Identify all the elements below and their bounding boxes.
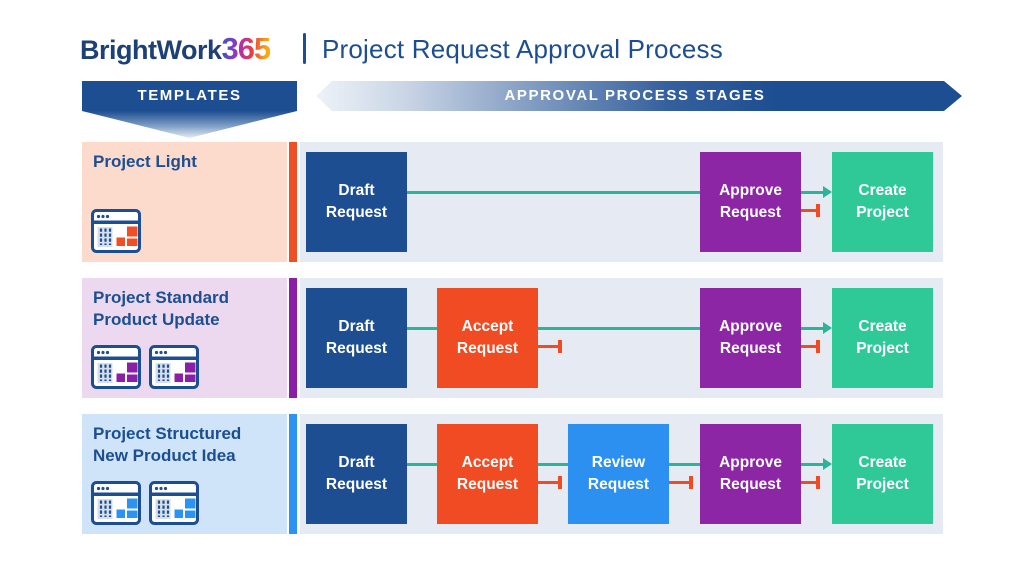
template-name: Project Standard Product Update: [93, 287, 229, 331]
stage-draft-request: Draft Request: [306, 152, 407, 252]
stage-label-line: Create: [858, 317, 907, 335]
title-divider: [303, 33, 306, 64]
connector-forward: [538, 463, 568, 466]
template-icons: [91, 209, 141, 253]
stage-label-line: Accept: [461, 453, 514, 471]
stage-label-line: Request: [719, 340, 782, 357]
connector-forward-arrow: [801, 458, 832, 470]
connector-reject-blocker: [801, 340, 820, 353]
process-flow: Draft Request Accept Request Approve Req…: [300, 278, 943, 398]
template-name-line: Project Light: [93, 152, 197, 171]
stage-approve-request: Approve Request: [700, 152, 801, 252]
connector-reject-blocker: [538, 476, 562, 489]
templates-banner: TEMPLATES: [82, 81, 297, 111]
stage-label-line: Request: [719, 476, 782, 493]
stage-draft-request: Draft Request: [306, 424, 407, 524]
project-window-icon: [91, 209, 141, 253]
template-name-line: New Product Idea: [93, 445, 236, 465]
connector-reject-blocker: [669, 476, 693, 489]
template-cell: Project Light: [82, 142, 287, 262]
template-row-project-light: Project Light Draft Request: [0, 142, 1024, 262]
stage-create-project: Create Project: [832, 424, 933, 524]
template-name-line: Project Standard: [93, 288, 230, 307]
template-cell: Project Standard Product Update: [82, 278, 287, 398]
stage-create-project: Create Project: [832, 152, 933, 252]
stage-label-line: Request: [719, 204, 782, 221]
connector-reject-blocker: [538, 340, 562, 353]
stage-label-line: Approve: [719, 181, 782, 199]
template-name: Project Structured New Product Idea: [93, 423, 241, 467]
stage-label-line: Draft: [338, 181, 375, 199]
stage-label-line: Create: [858, 181, 907, 199]
connector-forward: [407, 463, 437, 466]
connector-forward-arrow: [801, 322, 832, 334]
template-name-line: Product Update: [93, 309, 220, 329]
stage-label-line: Request: [325, 340, 388, 357]
stage-label-line: Create: [858, 453, 907, 471]
connector-forward: [669, 463, 700, 466]
stage-label-line: Approve: [719, 453, 782, 471]
stage-review-request: Review Request: [568, 424, 669, 524]
logo-text: BrightWork: [80, 35, 222, 65]
stage-label-line: Draft: [338, 317, 375, 335]
connector-forward-arrow: [801, 186, 832, 198]
template-name: Project Light: [93, 151, 197, 173]
stage-label-line: Request: [587, 476, 650, 493]
stage-label-line: Request: [456, 476, 519, 493]
template-row-project-structured: Project Structured New Product Idea: [0, 414, 1024, 534]
template-row-project-standard: Project Standard Product Update: [0, 278, 1024, 398]
stage-accept-request: Accept Request: [437, 424, 538, 524]
stage-label-line: Request: [456, 340, 519, 357]
stage-label-line: Project: [856, 204, 909, 221]
logo-suffix-365: 365: [221, 31, 272, 66]
stage-label-line: Project: [856, 476, 909, 493]
stage-approve-request: Approve Request: [700, 288, 801, 388]
approval-stages-banner: APPROVAL PROCESS STAGES: [308, 81, 962, 111]
process-flow: Draft Request Approve Request Create Pro…: [300, 142, 943, 262]
process-flow: Draft Request Accept Request Review Requ…: [300, 414, 943, 534]
stage-create-project: Create Project: [832, 288, 933, 388]
stage-label-line: Project: [856, 340, 909, 357]
connector-reject-blocker: [801, 476, 820, 489]
connector-forward: [407, 191, 700, 194]
template-icons: [91, 345, 199, 389]
stage-label-line: Review: [591, 453, 646, 471]
project-window-icon: [149, 345, 199, 389]
project-window-icon: [91, 345, 141, 389]
connector-forward: [407, 327, 437, 330]
row-accent-bar: [289, 414, 297, 534]
template-name-line: Project Structured: [93, 424, 242, 443]
stage-accept-request: Accept Request: [437, 288, 538, 388]
project-window-icon: [149, 481, 199, 525]
stage-label-line: Draft: [338, 453, 375, 471]
row-accent-bar: [289, 142, 297, 262]
row-accent-bar: [289, 278, 297, 398]
stage-label-line: Request: [325, 476, 388, 493]
stage-approve-request: Approve Request: [700, 424, 801, 524]
project-window-icon: [91, 481, 141, 525]
stage-label-line: Request: [325, 204, 388, 221]
template-cell: Project Structured New Product Idea: [82, 414, 287, 534]
stage-label-line: Accept: [461, 317, 514, 335]
connector-forward: [538, 327, 700, 330]
connector-reject-blocker: [801, 204, 820, 217]
templates-banner-pointer: [82, 111, 297, 138]
template-icons: [91, 481, 199, 525]
stage-draft-request: Draft Request: [306, 288, 407, 388]
page-title: Project Request Approval Process: [322, 34, 723, 64]
stage-label-line: Approve: [719, 317, 782, 335]
